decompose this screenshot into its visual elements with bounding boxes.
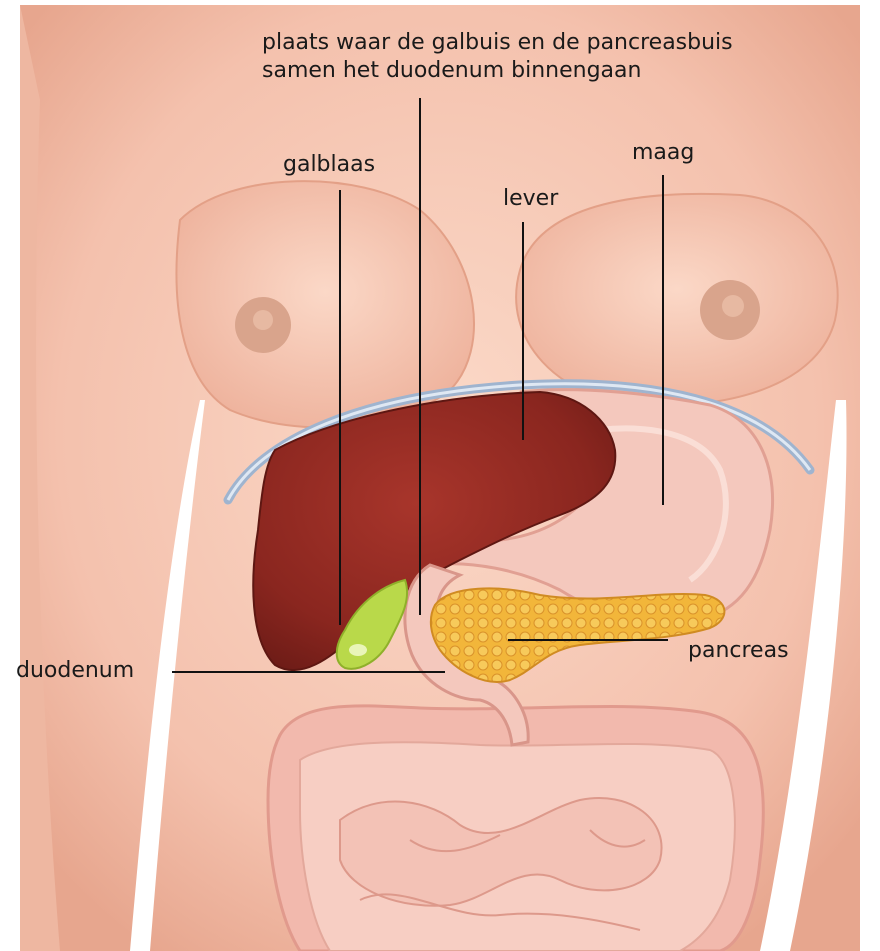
left-breast [177,181,474,427]
label-stomach: maag [632,140,694,166]
label-liver: lever [503,186,558,212]
label-junction-line1: plaats waar de galbuis en de pancreasbui… [262,30,733,56]
label-duodenum: duodenum [16,658,134,684]
label-junction-line2: samen het duodenum binnengaan [262,58,641,84]
right-breast [516,194,838,406]
right-nipple [722,295,744,317]
left-nipple [253,310,273,330]
label-gallbladder: galblaas [283,152,375,178]
label-pancreas: pancreas [688,638,789,664]
gallbladder-highlight [349,644,367,656]
